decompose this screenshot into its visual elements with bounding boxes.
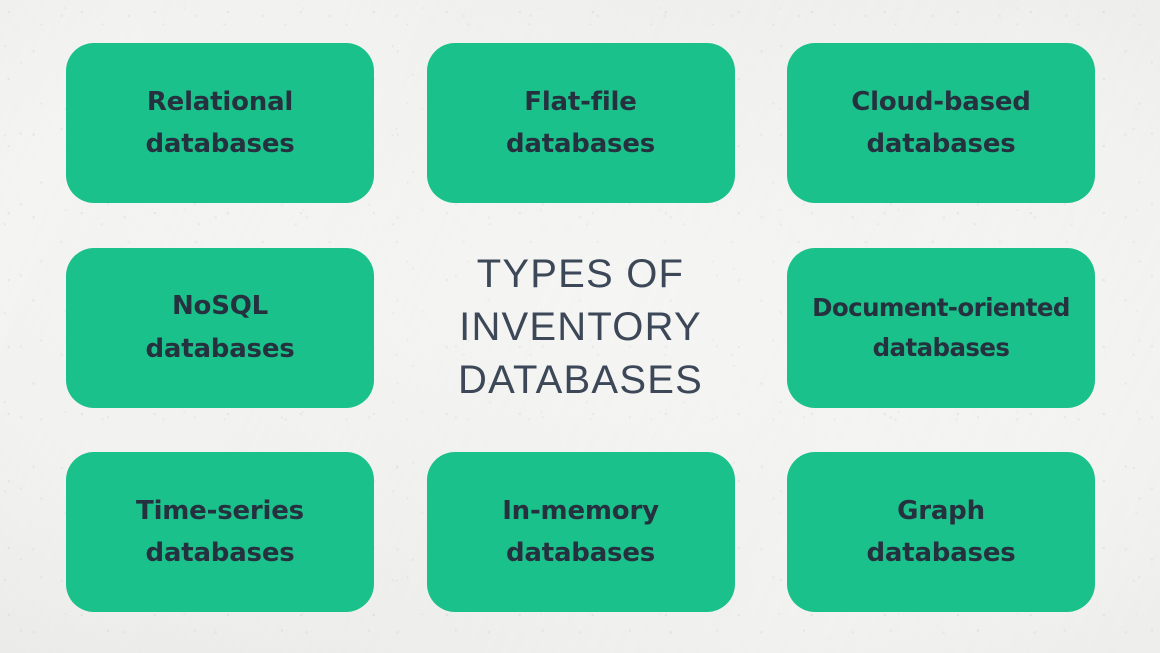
card-graph-databases[interactable]: Graph databases — [787, 452, 1095, 612]
card-flat-file-databases[interactable]: Flat-file databases — [426, 43, 735, 203]
card-time-series-databases[interactable]: Time-series databases — [66, 452, 374, 612]
card-label-graph-databases: Graph databases — [866, 495, 1016, 568]
card-label-time-series-databases: Time-series databases — [136, 495, 304, 568]
card-label-flat-file-databases: Flat-file databases — [505, 86, 656, 159]
card-label-nosql-databases: NoSQL databases — [145, 291, 295, 364]
page-title: TYPES OF INVENTORY DATABASES — [458, 252, 703, 402]
card-cloud-based-databases[interactable]: Cloud-based databases — [787, 43, 1095, 203]
card-label-in-memory-databases: In-memory databases — [502, 495, 659, 568]
card-relational-databases[interactable]: Relational databases — [66, 43, 374, 203]
card-label-document-oriented-databases: Document-oriented databases — [812, 292, 1070, 362]
card-in-memory-databases[interactable]: In-memory databases — [426, 452, 735, 612]
card-document-oriented-databases[interactable]: Document-oriented databases — [787, 247, 1095, 408]
database-types-grid: Relational databases Flat-file databases… — [66, 43, 1095, 612]
card-nosql-databases[interactable]: NoSQL databases — [66, 247, 374, 408]
slide-title-cell: TYPES OF INVENTORY DATABASES — [427, 248, 735, 408]
card-label-cloud-based-databases: Cloud-based databases — [851, 86, 1031, 159]
card-label-relational-databases: Relational databases — [145, 86, 295, 159]
